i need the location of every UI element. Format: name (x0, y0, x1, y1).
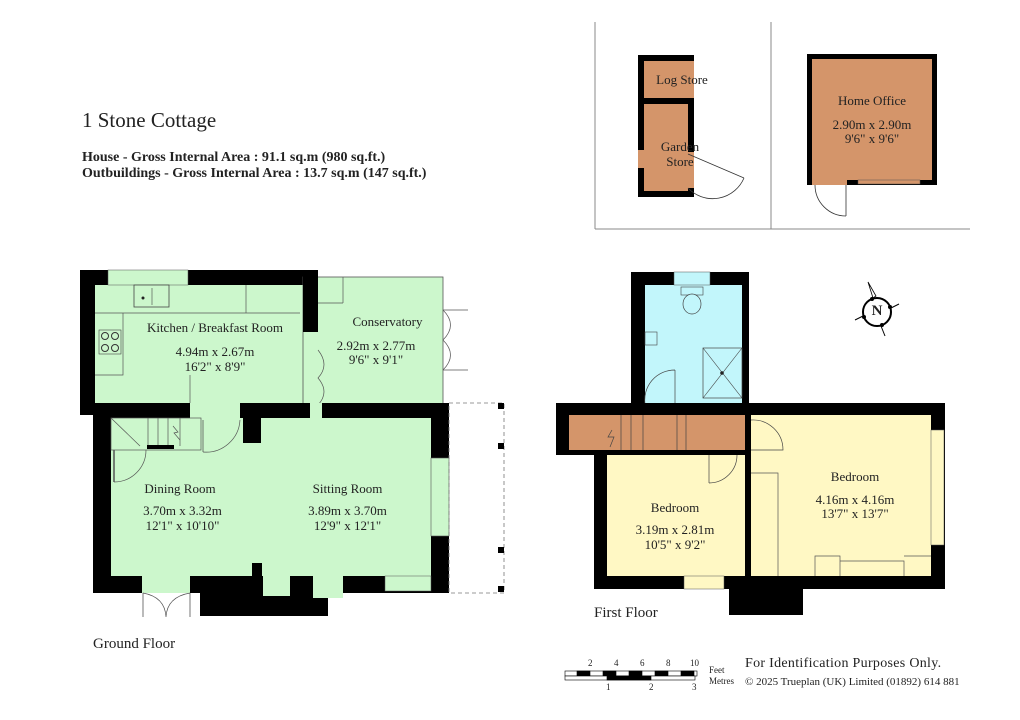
property-title: 1 Stone Cottage (82, 108, 217, 132)
scale-metres-label: Metres (709, 676, 734, 686)
dining-room-metric: 3.70m x 3.32m (143, 503, 222, 518)
scale-feet-tick: 2 (588, 658, 593, 668)
conservatory-imperial: 9'6" x 9'1" (348, 352, 404, 367)
home-office-imperial: 9'6" x 9'6" (844, 131, 900, 146)
kitchen-imperial: 16'2" x 8'9" (184, 359, 246, 374)
dining-room-imperial: 12'1" x 10'10" (145, 518, 220, 533)
copyright: © 2025 Trueplan (UK) Limited (01892) 614… (745, 676, 960, 688)
scale-feet-tick: 10 (690, 658, 699, 668)
home-office (807, 54, 937, 217)
first-floor-plan (556, 271, 945, 615)
kitchen-metric: 4.94m x 2.67m (175, 344, 255, 359)
scale-feet-tick: 8 (666, 658, 671, 668)
conservatory-label: Conservatory (352, 314, 423, 329)
bedroom-2-imperial: 10'5" x 9'2" (644, 537, 706, 552)
scale-metre-tick: 3 (692, 682, 697, 692)
ground-floor-plan (80, 269, 505, 618)
first-floor-label: First Floor (594, 605, 658, 621)
compass-north-letter: N (871, 303, 883, 319)
disclaimer: For Identification Purposes Only. (745, 656, 942, 671)
garden-store-label-2: Store (666, 154, 694, 169)
bedroom-1-label: Bedroom (830, 469, 880, 484)
kitchen-label: Kitchen / Breakfast Room (146, 320, 284, 335)
dining-room-label: Dining Room (144, 481, 216, 496)
home-office-metric: 2.90m x 2.90m (832, 117, 912, 132)
bedroom-1-metric: 4.16m x 4.16m (815, 492, 895, 507)
sitting-room-label: Sitting Room (312, 481, 383, 496)
log-store-garden-store (638, 55, 745, 200)
garden-store-label-1: Garden (660, 139, 700, 154)
sitting-room-metric: 3.89m x 3.70m (308, 503, 387, 518)
log-store-label: Log Store (656, 72, 708, 87)
scale-feet-label: Feet (709, 665, 725, 675)
conservatory-metric: 2.92m x 2.77m (336, 338, 416, 353)
outbuildings-area: Outbuildings - Gross Internal Area : 13.… (82, 166, 427, 181)
scale-feet-tick: 4 (614, 658, 619, 668)
scale-metre-tick: 2 (649, 682, 654, 692)
outbuilding-boundary (594, 22, 970, 230)
scale-feet-tick: 6 (640, 658, 645, 668)
home-office-label: Home Office (838, 93, 906, 108)
scale-metre-tick: 1 (606, 682, 611, 692)
compass-icon (854, 281, 900, 337)
house-area: House - Gross Internal Area : 91.1 sq.m … (82, 150, 386, 165)
bedroom-2-label: Bedroom (650, 500, 700, 515)
bedroom-1-imperial: 13'7" x 13'7" (821, 506, 889, 521)
scale-bar (564, 670, 698, 681)
bedroom-2-metric: 3.19m x 2.81m (635, 522, 715, 537)
sitting-room-imperial: 12'9" x 12'1" (313, 518, 382, 533)
ground-floor-label: Ground Floor (93, 636, 176, 652)
